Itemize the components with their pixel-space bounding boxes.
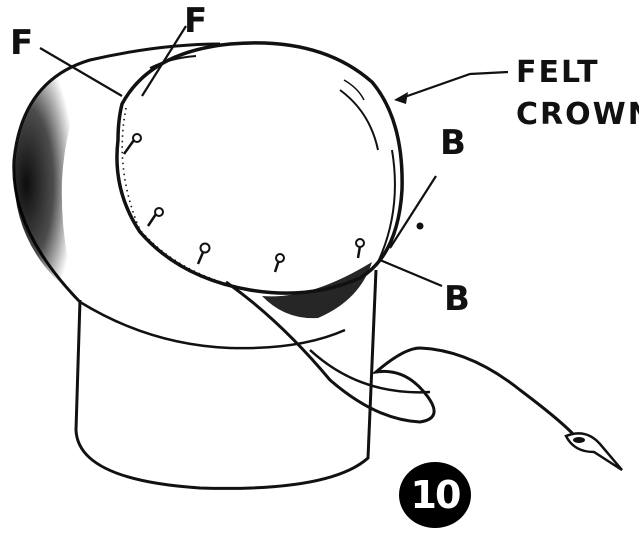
block-shading-left (13, 68, 97, 300)
label-felt: FELT (516, 55, 600, 90)
crown-highlight-top (149, 55, 197, 69)
thread-line (225, 280, 577, 438)
crown-edge-right (377, 149, 396, 263)
block-head-lower-edge (79, 300, 346, 350)
pin-icon (273, 253, 285, 273)
label-b-lower: B (444, 279, 471, 319)
pin-icon (355, 238, 365, 259)
pin-icon (196, 242, 211, 265)
leader-felt-crown (395, 70, 509, 102)
needle-icon (564, 432, 623, 472)
leader-b-upper (389, 175, 437, 249)
leader-b-lower (379, 258, 443, 288)
pin-icon (146, 207, 164, 227)
label-f-top: F (184, 1, 209, 41)
crown-highlight-right-2 (343, 79, 365, 101)
felt-crown-arrowhead (394, 92, 408, 104)
felt-crown-outline (115, 41, 404, 295)
crown-stitch-line (121, 107, 253, 291)
mark-dot (416, 222, 424, 230)
thread-loop-second (309, 349, 431, 394)
leader-f-left (39, 47, 123, 97)
figure-number-badge: 10 (399, 462, 471, 528)
leader-f-top (141, 25, 187, 97)
block-cylinder (74, 269, 378, 490)
label-b-upper: B (440, 123, 467, 163)
label-f-left: F (10, 23, 35, 63)
label-crown: CROWN (516, 97, 639, 132)
crown-highlight-right (339, 89, 379, 151)
pin-icon (122, 133, 142, 155)
